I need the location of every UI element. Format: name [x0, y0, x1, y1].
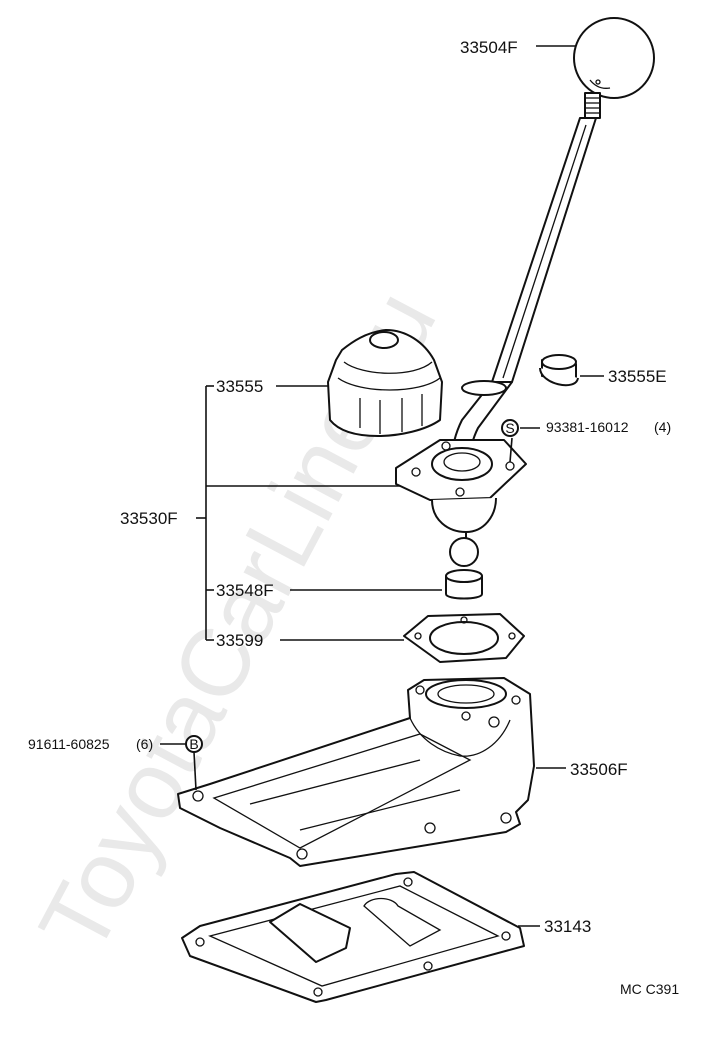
leader-lines	[160, 45, 604, 927]
seat-33548f-part	[445, 569, 483, 600]
gasket-33599-part	[403, 613, 525, 663]
bolt-symbol-badge: S	[501, 419, 519, 437]
screw-symbol-text: B	[189, 736, 198, 752]
callout-lever-assembly: 33530F	[120, 509, 178, 528]
callout-screw-qty: (6)	[136, 736, 153, 752]
callout-bolt-qty: (4)	[654, 419, 671, 435]
callout-housing: 33506F	[570, 760, 628, 779]
bolt-symbol-text: S	[505, 420, 514, 436]
screw-symbol-badge: B	[185, 735, 203, 753]
callout-cover: 33143	[544, 917, 591, 936]
lever-threaded-tip	[584, 92, 601, 119]
callout-boot: 33555	[216, 377, 263, 396]
callout-seat: 33548F	[216, 581, 274, 600]
callout-gasket: 33599	[216, 631, 263, 650]
cover-33143-part	[181, 871, 525, 1003]
housing-33506f-part	[177, 677, 535, 867]
boot-33555-part	[327, 329, 443, 437]
bushing-33555e-part	[539, 354, 579, 387]
diagram-code: MC C391	[620, 981, 679, 997]
callout-bolt: 93381-16012	[546, 419, 629, 435]
shift-lever-rod	[451, 117, 597, 461]
callout-screw: 91611-60825	[28, 736, 110, 752]
callout-knob: 33504F	[460, 38, 518, 57]
shift-knob	[573, 17, 655, 99]
callout-bushing-right: 33555E	[608, 367, 667, 386]
lever-ball-end	[449, 532, 479, 567]
retainer-plate-part	[395, 439, 527, 533]
